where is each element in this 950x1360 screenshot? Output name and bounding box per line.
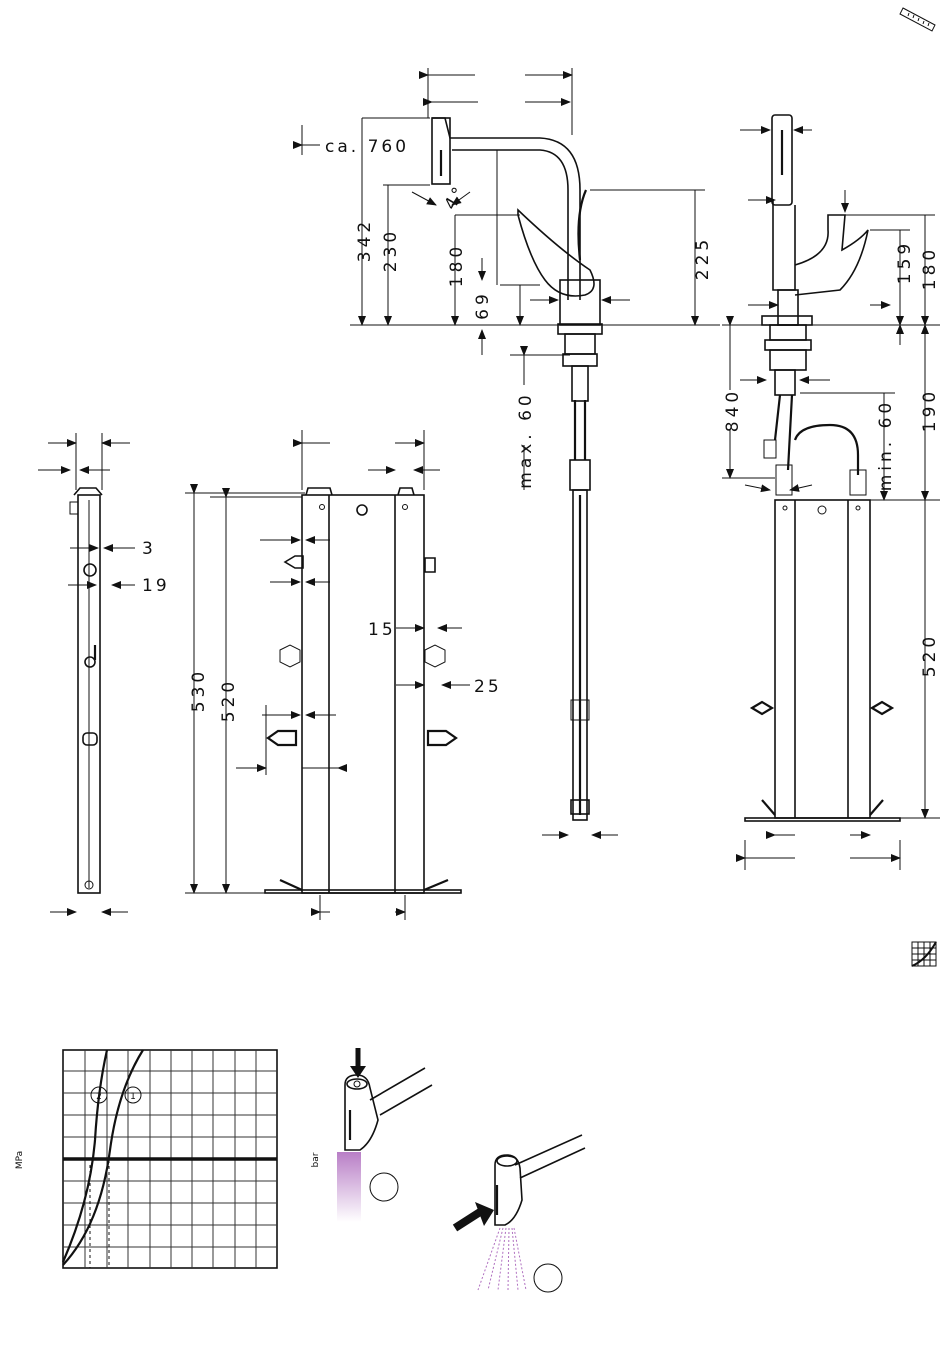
dim-min-60: min. 60 [876, 399, 896, 492]
flow-chart-icon [912, 942, 936, 966]
dim-69: 69 [473, 290, 493, 320]
box-profile-dims [38, 433, 135, 912]
spray-fan [478, 1228, 526, 1290]
curve-label-2: 2 [96, 1092, 102, 1102]
curve-label-1: 1 [130, 1092, 136, 1102]
box-front-view [265, 488, 461, 893]
laminar-jet [337, 1152, 361, 1222]
flow-pressure-chart [63, 1050, 277, 1268]
spray-mode-illustration-1 [337, 1048, 432, 1222]
dim-225: 225 [693, 236, 713, 280]
dim-520-right: 520 [920, 633, 940, 677]
dim-159: 159 [895, 240, 915, 284]
dim-530: 530 [189, 668, 209, 712]
dim-180-front: 180 [447, 243, 467, 287]
mode-indicator-circle-1 [370, 1173, 398, 1201]
box-profile-view [70, 488, 102, 893]
dim-19: 19 [142, 576, 170, 596]
dim-max-60: max. 60 [516, 391, 536, 488]
bar-label: bar [311, 1152, 321, 1167]
dim-840: 840 [723, 388, 743, 432]
dim-15: 15 [368, 620, 396, 640]
mode-indicator-circle-2 [534, 1264, 562, 1292]
dim-ca-760: ca. 760 [325, 137, 409, 157]
dim-342: 342 [355, 218, 375, 262]
dim-25: 25 [474, 677, 502, 697]
spray-mode-illustration-2 [455, 1135, 585, 1292]
box-front-dims [185, 430, 470, 920]
dim-180-side: 180 [920, 246, 940, 290]
ruler-icon [900, 8, 935, 31]
dim-3: 3 [142, 539, 156, 559]
y-axis-unit: MPa [15, 1151, 25, 1169]
dim-190: 190 [920, 388, 940, 432]
dim-angle: 4° [441, 182, 471, 214]
front-dimension-lines [302, 68, 720, 835]
dim-520-left: 520 [219, 678, 239, 722]
dim-230: 230 [381, 228, 401, 272]
